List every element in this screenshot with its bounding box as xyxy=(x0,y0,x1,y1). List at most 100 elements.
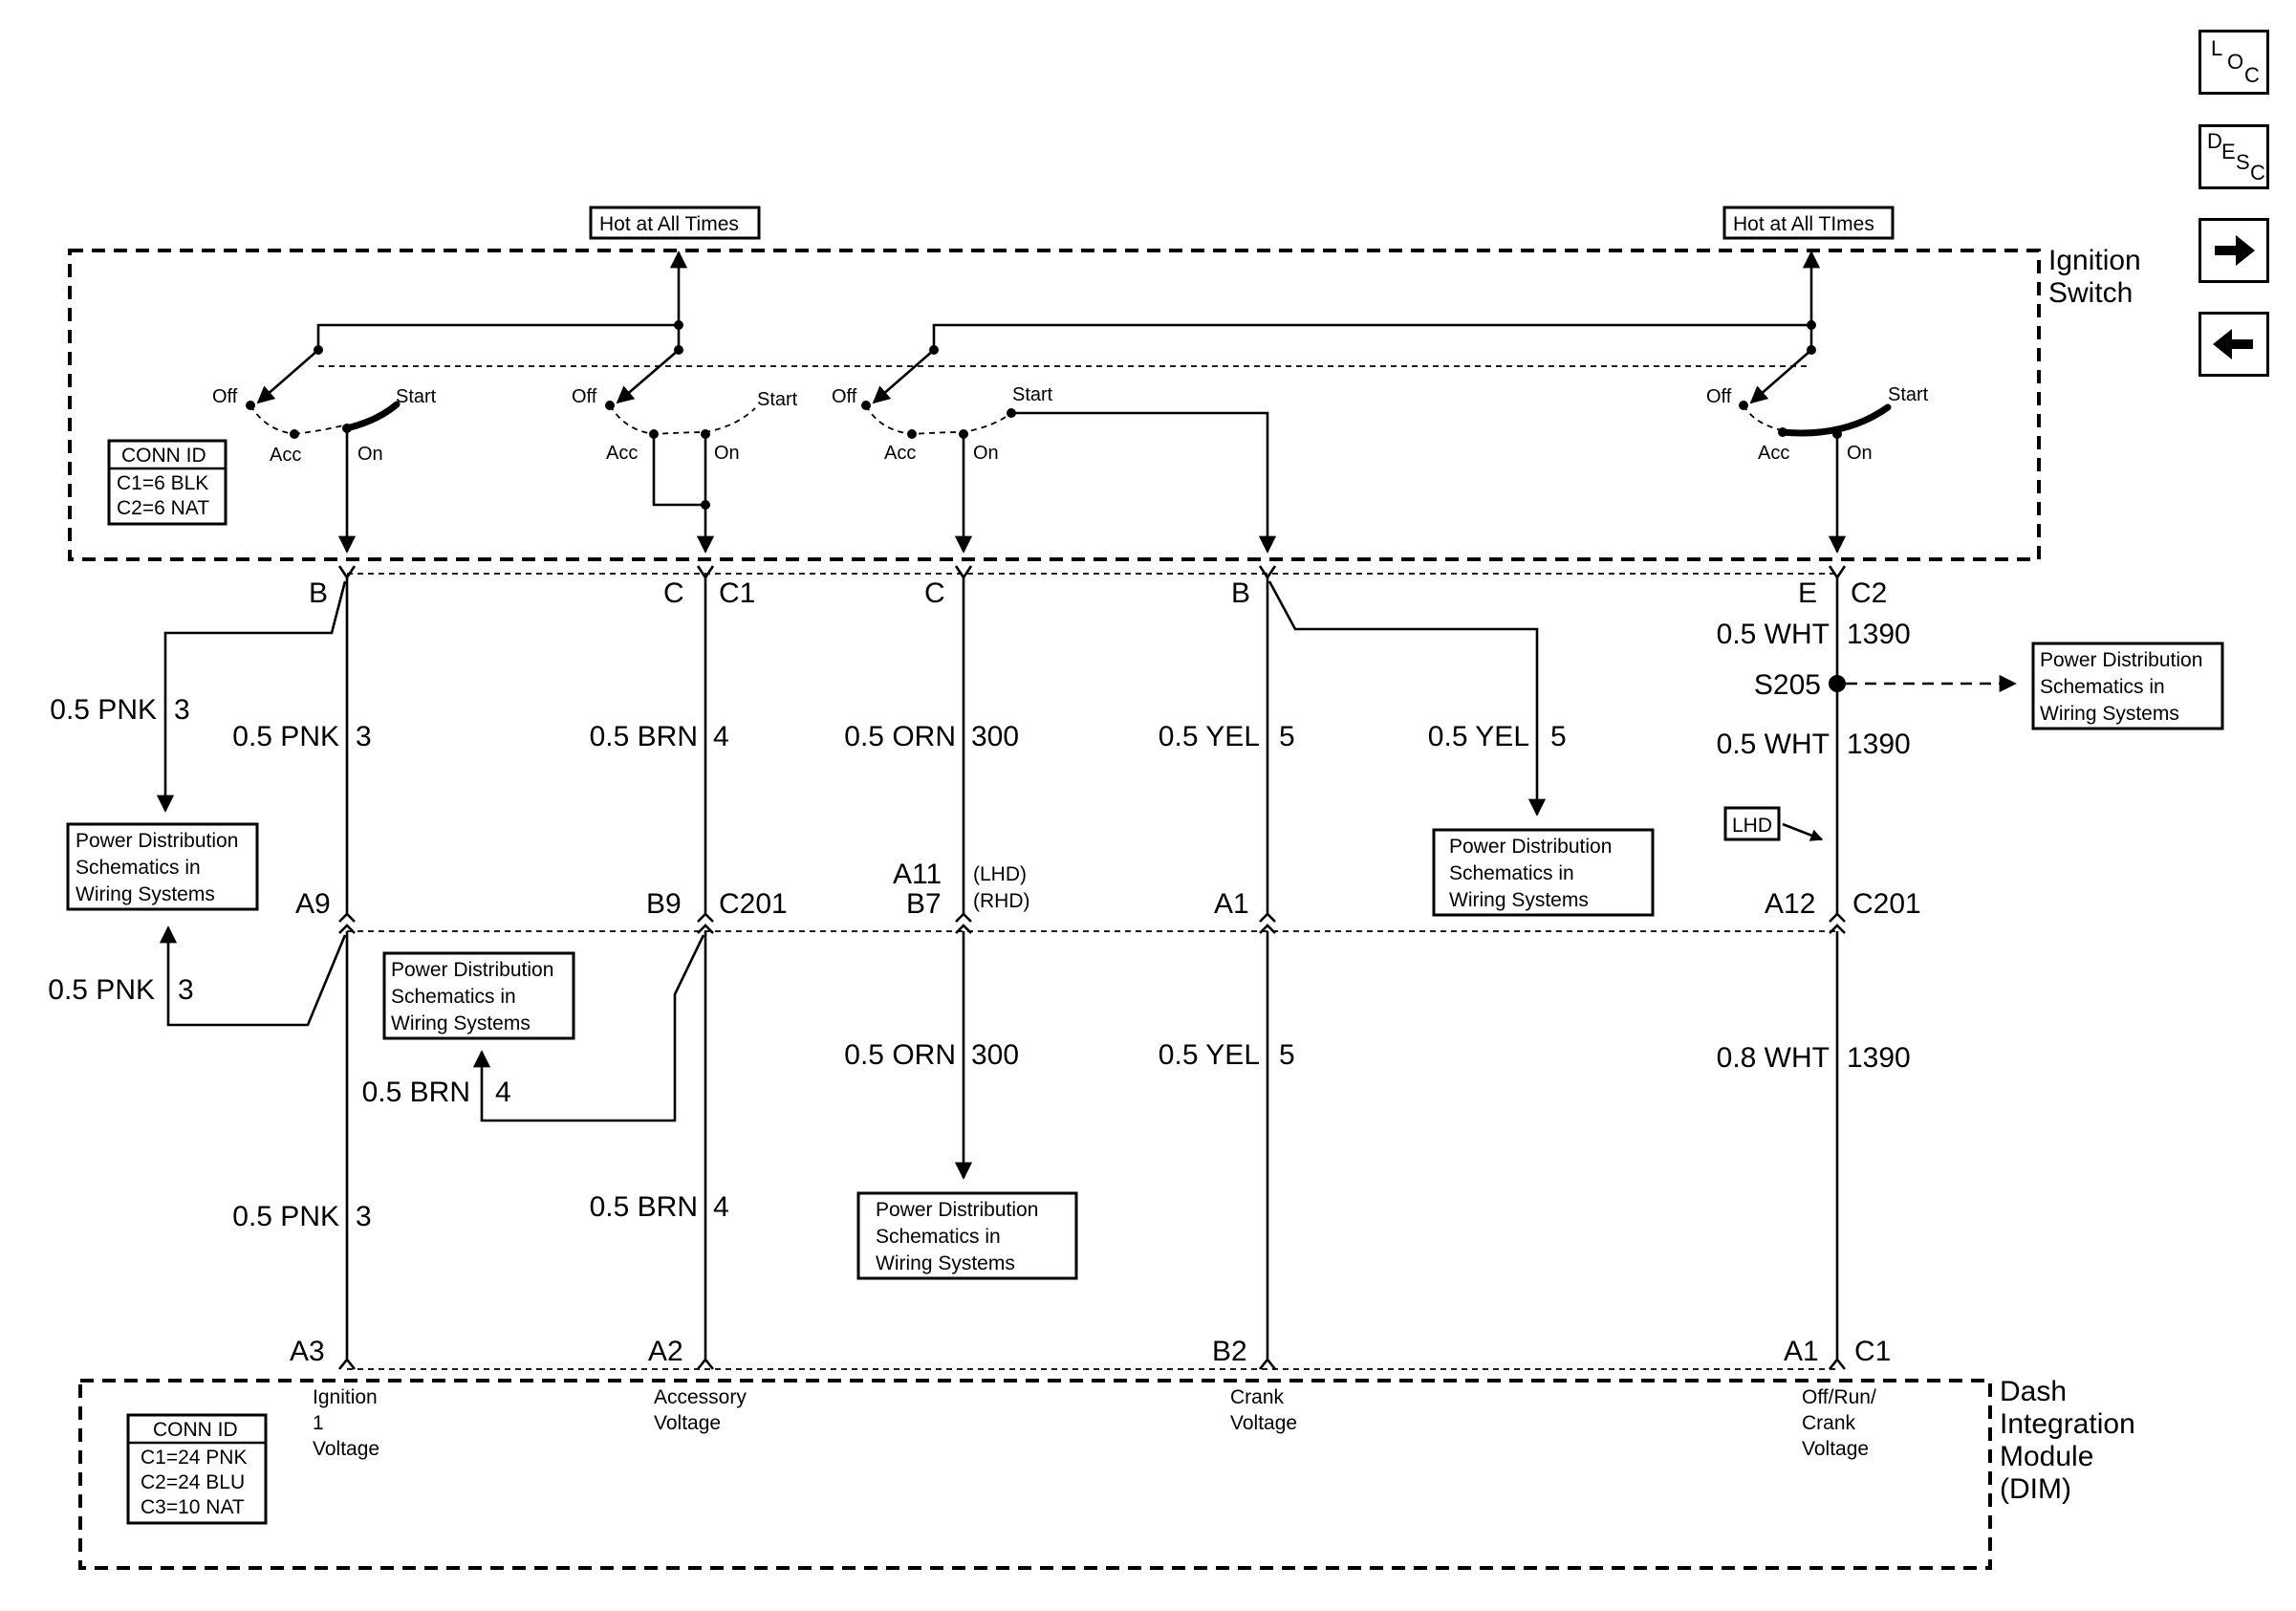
wire-label-yel-lower: 0.5 YEL xyxy=(1159,1039,1260,1071)
switch-conn-id-title: CONN ID xyxy=(121,445,206,467)
dim-outline xyxy=(78,1379,1992,1570)
wire-label-orn-lower: 0.5 ORN xyxy=(844,1039,956,1071)
wire-label-brn-branch: 0.5 BRN xyxy=(362,1077,470,1108)
hot-bus-right xyxy=(932,323,1811,350)
connector-c201-label-left: C201 xyxy=(719,888,788,920)
wire-label-brn-upper: 0.5 BRN xyxy=(590,721,698,752)
ignition-switch-outline xyxy=(68,249,2041,561)
pin-a1-dim: A1 xyxy=(1784,1336,1819,1367)
dim-input-offruncrank-2: Crank xyxy=(1802,1412,1856,1434)
wire-label-pnk-lower: 0.5 PNK xyxy=(232,1201,339,1232)
wire-label-pnk-upper: 0.5 PNK xyxy=(232,721,339,752)
dim-label-2: Integration xyxy=(2000,1408,2135,1440)
wire-label-pnk-branch-bottom: 0.5 PNK xyxy=(48,974,155,1006)
connector-c201-label-right: C201 xyxy=(1852,888,1921,920)
svg-text:Off: Off xyxy=(572,386,597,407)
svg-text:On: On xyxy=(714,443,740,464)
wire-yel-5-branch xyxy=(1267,580,1547,816)
svg-text:Off: Off xyxy=(1706,386,1732,407)
wire-label-pnk-branch-top: 0.5 PNK xyxy=(50,694,157,726)
dim-conn-id-box xyxy=(126,1413,268,1525)
wire-label-yel-branch: 0.5 YEL xyxy=(1428,721,1529,752)
connector-c2-label: C2 xyxy=(1851,577,1887,609)
lhd-box-label: LHD xyxy=(1732,815,1772,837)
pin-b7-c201: B7 xyxy=(906,888,942,920)
dim-label-4: (DIM) xyxy=(2000,1473,2071,1505)
pin-b-c2: B xyxy=(1231,577,1250,609)
switch-conn-id-row-2: C2=6 NAT xyxy=(117,497,209,519)
connector-marks-c201 xyxy=(338,912,1846,934)
svg-text:4: 4 xyxy=(713,1191,729,1223)
pin-b-c1: B xyxy=(309,577,328,609)
svg-text:Schematics in: Schematics in xyxy=(2040,676,2165,698)
desc-letter-e: E xyxy=(2221,140,2236,163)
svg-text:Off: Off xyxy=(832,386,857,407)
dim-input-accessory-2: Voltage xyxy=(654,1412,721,1434)
arrow-left-icon xyxy=(2213,329,2253,359)
description-button[interactable]: D E S C xyxy=(2199,124,2269,189)
svg-text:5: 5 xyxy=(1550,721,1567,752)
svg-text:Wiring Systems: Wiring Systems xyxy=(876,1252,1015,1274)
power-distribution-box-3[interactable]: Power Distribution Schematics in Wiring … xyxy=(856,1191,1078,1280)
svg-text:Schematics in: Schematics in xyxy=(1449,862,1574,884)
desc-letter-s: S xyxy=(2236,150,2250,174)
switch-section-1: Off Acc On Start xyxy=(212,345,437,554)
dim-input-ignition-3: Voltage xyxy=(313,1438,379,1460)
power-distribution-box-4[interactable]: Power Distribution Schematics in Wiring … xyxy=(1432,828,1655,917)
power-distribution-box-1[interactable]: Power Distribution Schematics in Wiring … xyxy=(66,822,259,911)
svg-text:Schematics in: Schematics in xyxy=(391,986,516,1008)
svg-text:Power Distribution: Power Distribution xyxy=(391,959,553,981)
lhd-note: (LHD) xyxy=(973,863,1027,885)
connector-c1-dim-label: C1 xyxy=(1854,1336,1891,1367)
pin-a9-c201: A9 xyxy=(295,888,331,920)
svg-text:Power Distribution: Power Distribution xyxy=(76,830,238,852)
pin-a1-c201: A1 xyxy=(1214,888,1249,920)
svg-text:Wiring Systems: Wiring Systems xyxy=(391,1012,531,1034)
svg-text:On: On xyxy=(357,444,383,465)
ignition-switch-label-1: Ignition xyxy=(2048,245,2141,276)
location-button[interactable]: L O C xyxy=(2199,30,2269,95)
svg-text:3: 3 xyxy=(356,1201,372,1232)
svg-text:Wiring Systems: Wiring Systems xyxy=(1449,889,1589,911)
svg-text:300: 300 xyxy=(971,1039,1019,1071)
next-page-button[interactable] xyxy=(2199,218,2269,283)
dim-input-offruncrank-3: Voltage xyxy=(1802,1438,1869,1460)
connector-c1-label: C1 xyxy=(719,577,755,609)
previous-page-button[interactable] xyxy=(2199,312,2269,377)
splice-s205-label: S205 xyxy=(1754,669,1821,701)
pin-c-c2: C xyxy=(924,577,945,609)
switch-section-3: Off Acc On Start xyxy=(832,345,1277,554)
loc-letter-o: O xyxy=(2227,50,2244,74)
wire-label-wht-top: 0.5 WHT xyxy=(1717,619,1830,650)
desc-letter-d: D xyxy=(2207,129,2222,153)
power-distribution-box-5[interactable]: Power Distribution Schematics in Wiring … xyxy=(2031,642,2224,730)
svg-text:5: 5 xyxy=(1279,721,1295,752)
pin-b9-c201: B9 xyxy=(646,888,682,920)
hot-at-all-times-label-right: Hot at All TImes xyxy=(1733,213,1874,235)
svg-text:3: 3 xyxy=(356,721,372,752)
svg-text:1390: 1390 xyxy=(1847,1042,1911,1074)
dim-conn-id-row-2: C2=24 BLU xyxy=(141,1471,245,1493)
hot-bus-left xyxy=(316,323,679,350)
loc-letter-c: C xyxy=(2244,63,2260,87)
svg-text:On: On xyxy=(1847,443,1873,464)
pin-e-c2: E xyxy=(1798,577,1817,609)
power-distribution-box-2[interactable]: Power Distribution Schematics in Wiring … xyxy=(382,951,575,1040)
dim-input-offruncrank-1: Off/Run/ xyxy=(1802,1386,1876,1408)
dim-input-ignition-2: 1 xyxy=(313,1412,324,1434)
pin-a3-dim: A3 xyxy=(290,1336,325,1367)
ignition-switch-label-2: Switch xyxy=(2048,277,2133,309)
switch-conn-id-row-1: C1=6 BLK xyxy=(117,472,208,494)
svg-text:Acc: Acc xyxy=(1758,443,1789,464)
rhd-note: (RHD) xyxy=(973,890,1029,912)
svg-text:Start: Start xyxy=(1888,384,1929,405)
svg-text:1390: 1390 xyxy=(1847,729,1911,760)
svg-text:Power Distribution: Power Distribution xyxy=(876,1199,1038,1221)
svg-text:Start: Start xyxy=(757,389,798,410)
wire-label-wht-middle: 0.5 WHT xyxy=(1717,729,1830,760)
svg-text:3: 3 xyxy=(178,974,194,1006)
connector-marks-dim xyxy=(337,1357,1847,1370)
svg-text:Acc: Acc xyxy=(884,443,916,464)
wire-label-yel-upper: 0.5 YEL xyxy=(1159,721,1260,752)
